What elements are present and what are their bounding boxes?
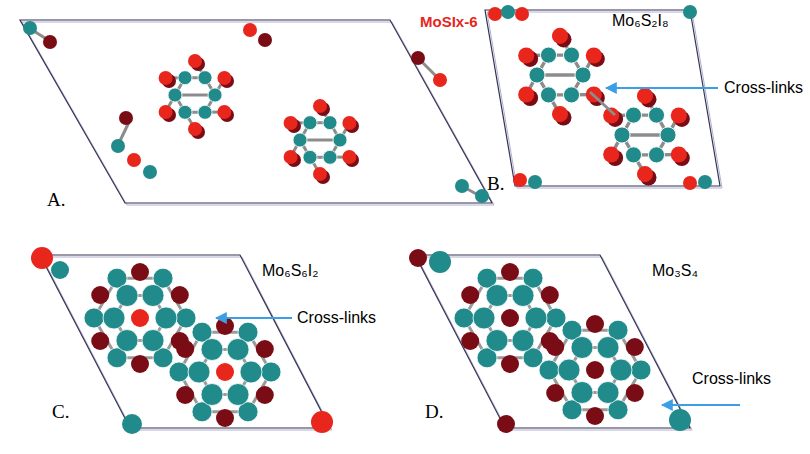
- pointer-arrow: [606, 87, 718, 89]
- unit-cell-b: [485, 5, 722, 190]
- panel-letter: A.: [47, 190, 65, 211]
- pointer-arrow: [216, 317, 292, 319]
- cross-link-label: Cross-links: [724, 79, 803, 97]
- compound-label: Mo₆S₆I₂: [262, 262, 318, 280]
- panel-letter: B.: [487, 174, 504, 195]
- compound-label: Mo₃S₄: [652, 262, 698, 280]
- unit-cell-c: [31, 247, 333, 434]
- unit-cell-a: [20, 20, 494, 205]
- cross-link-label: Cross-links: [692, 370, 771, 388]
- cross-link-label: Cross-links: [297, 309, 376, 327]
- unit-cell-d: [409, 249, 692, 433]
- compound-label: Mo₆S₂I₈: [612, 12, 669, 30]
- panel-letter: D.: [425, 402, 443, 423]
- panel-letter: C.: [52, 402, 69, 423]
- structure-title: MoSIx-6: [420, 14, 478, 31]
- pointer-arrow: [662, 404, 740, 406]
